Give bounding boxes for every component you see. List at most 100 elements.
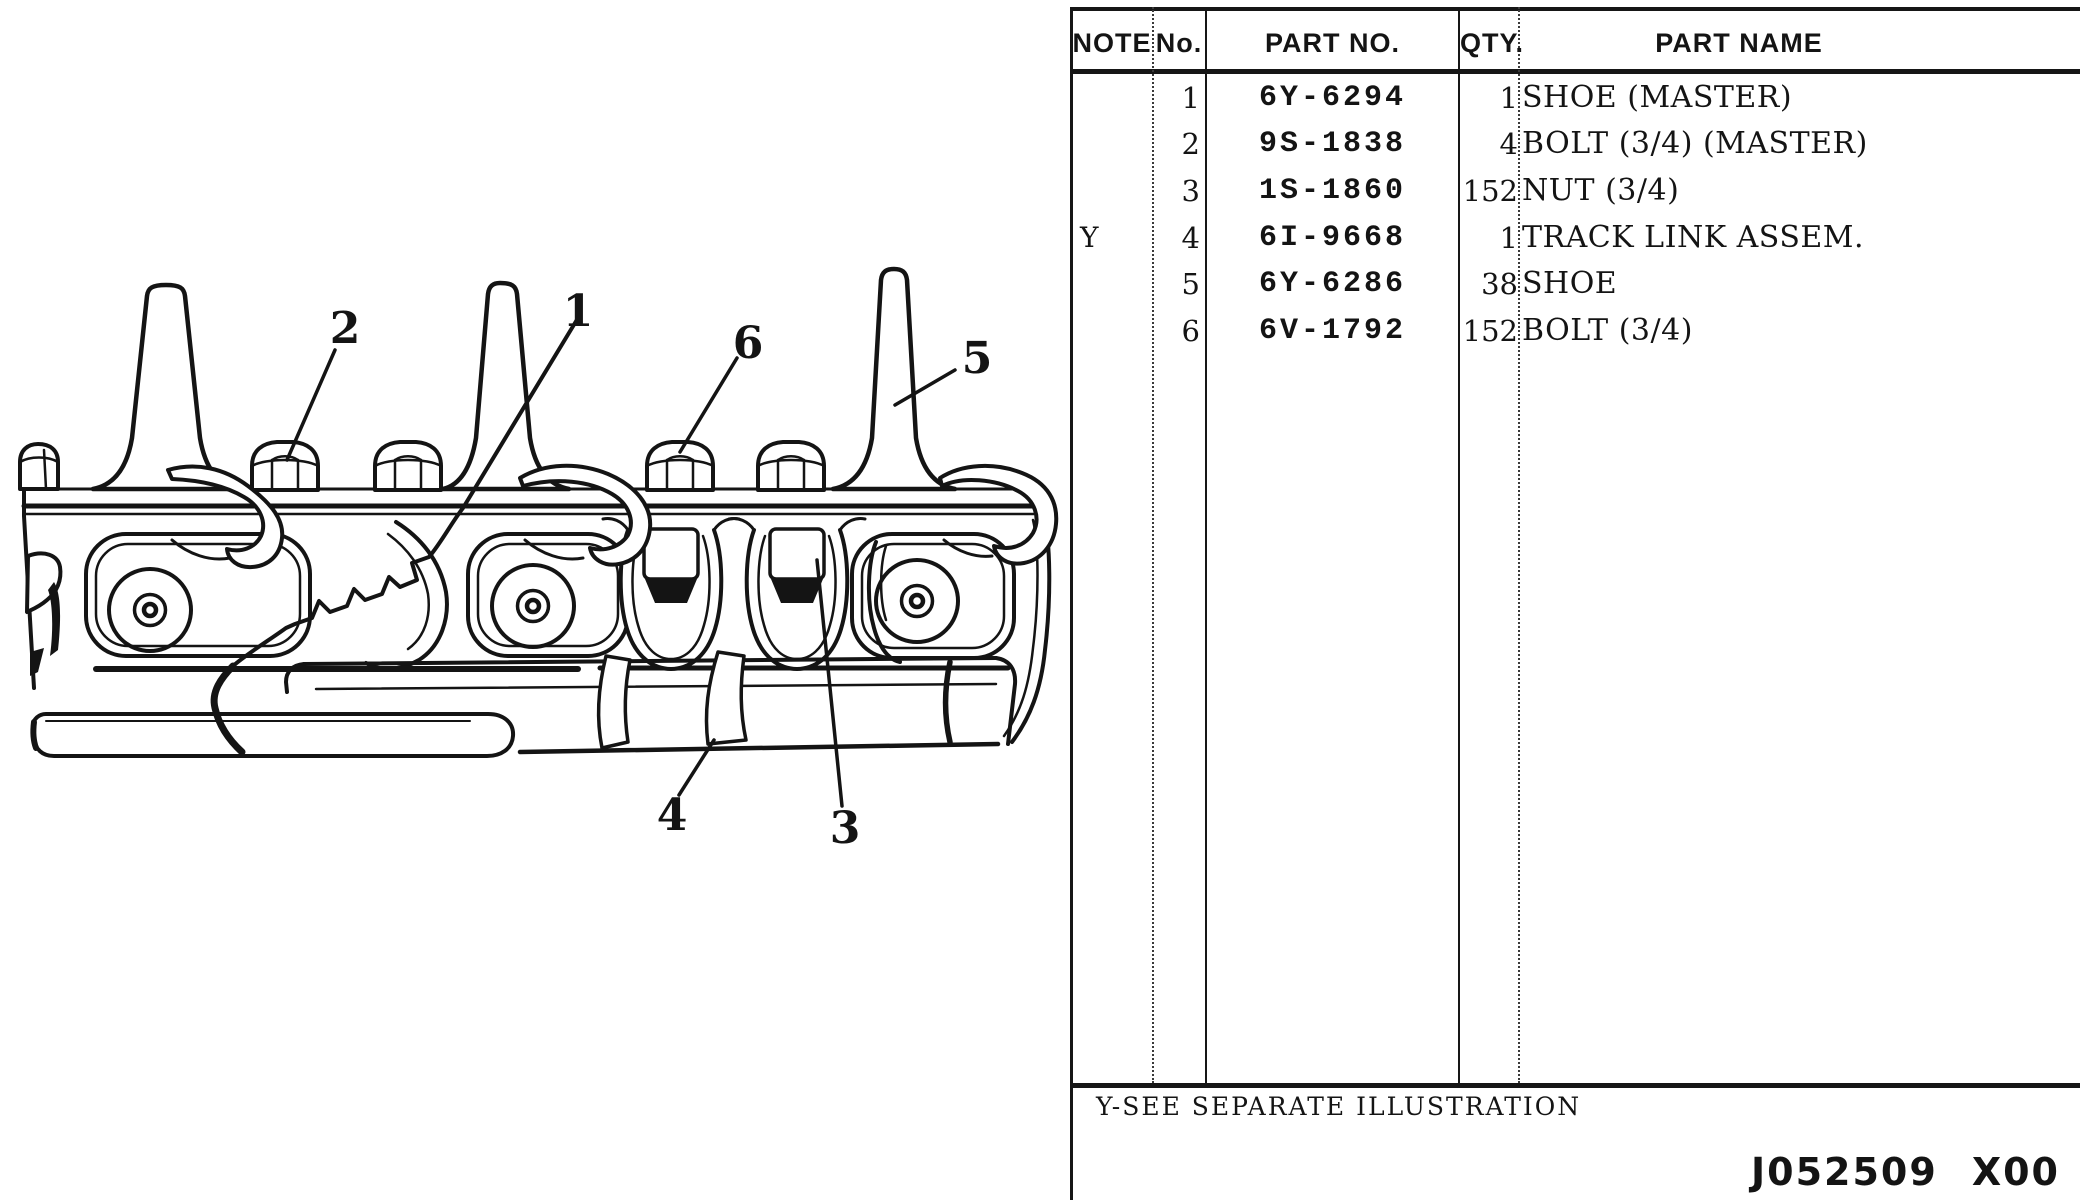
hex-bolt xyxy=(250,440,320,492)
callout-label-2: 2 xyxy=(330,303,361,354)
cell-note xyxy=(1080,80,1146,116)
cell-part-name: SHOE (MASTER) xyxy=(1522,80,1793,115)
master-shoe-edge xyxy=(30,719,39,751)
column-separator-no xyxy=(1205,7,1207,1083)
shading-sliver xyxy=(48,582,61,656)
cell-part-no: 6Y-6286 xyxy=(1258,267,1407,301)
cell-part-no: 6Y-6294 xyxy=(1258,81,1407,115)
pin-boss xyxy=(490,563,576,649)
cell-part-no: 1S-1860 xyxy=(1258,174,1407,208)
cell-qty: 152 xyxy=(1462,174,1518,208)
table-row: 3 1S-1860 152 NUT (3/4) xyxy=(1070,173,2080,209)
callout-leader-4 xyxy=(677,738,716,797)
header-part-no: PART NO. xyxy=(1265,28,1400,58)
pin-boss xyxy=(874,558,960,644)
pocket-lip xyxy=(727,517,756,532)
table-footer-separator xyxy=(1070,1083,2080,1088)
pocket-bolt-head xyxy=(642,527,700,581)
shading-sliver xyxy=(30,648,44,676)
hex-bolt xyxy=(18,442,60,491)
hex-bolt xyxy=(756,440,826,492)
bolt-pocket-outline xyxy=(618,528,724,671)
document-code: J052509 X00 xyxy=(1690,1150,2060,1194)
cell-qty: 1 xyxy=(1499,81,1518,115)
column-separator-partno xyxy=(1458,7,1460,1083)
link-fang xyxy=(166,464,285,570)
table-left-border xyxy=(1070,7,1073,1200)
cell-no: 5 xyxy=(1181,267,1200,301)
cell-note xyxy=(1080,126,1146,162)
cell-part-name: TRACK LINK ASSEM. xyxy=(1522,220,1865,255)
pin-boss xyxy=(107,567,193,653)
column-separator-qty xyxy=(1518,7,1520,1083)
table-top-border xyxy=(1070,7,2080,11)
header-part-name: PART NAME xyxy=(1655,28,1823,58)
cell-note xyxy=(1080,313,1146,349)
pocket-lip xyxy=(712,517,741,532)
document-number: J052509 xyxy=(1751,1150,1938,1194)
shoe-bottom-edge xyxy=(517,741,1001,755)
pocket-bolt-head xyxy=(768,527,826,581)
link-lobe-outline xyxy=(84,532,312,658)
table-row: 2 9S-1838 4 BOLT (3/4) (MASTER) xyxy=(1070,126,2080,162)
column-separator-note xyxy=(1152,7,1154,1083)
header-no: No. xyxy=(1155,28,1203,58)
table-row: 1 6Y-6294 1 SHOE (MASTER) xyxy=(1070,80,2080,116)
link-end-curve-inner xyxy=(386,532,430,651)
cell-no: 2 xyxy=(1181,127,1200,161)
table-row: 6 6V-1792 152 BOLT (3/4) xyxy=(1070,313,2080,349)
callout-label-6: 6 xyxy=(733,318,764,369)
link-fang xyxy=(518,463,653,567)
cell-note xyxy=(1080,173,1146,209)
left-lug xyxy=(25,551,63,614)
callout-label-1: 1 xyxy=(563,286,594,337)
cell-qty: 1 xyxy=(1499,221,1518,255)
cell-part-no: 6V-1792 xyxy=(1258,314,1407,348)
table-row: 5 6Y-6286 38 SHOE xyxy=(1070,266,2080,302)
cell-part-no: 9S-1838 xyxy=(1258,127,1407,161)
shoe-end-cap xyxy=(994,656,1018,746)
cell-qty: 38 xyxy=(1481,267,1518,301)
pocket-bolt-shadow xyxy=(645,579,697,603)
cell-no: 1 xyxy=(1181,81,1200,115)
document-revision: X00 xyxy=(1971,1150,2060,1194)
callout-leader-2 xyxy=(285,348,337,462)
grouser-fin xyxy=(90,282,242,492)
cell-note: Y xyxy=(1080,221,1099,254)
cell-qty: 152 xyxy=(1462,314,1518,348)
pocket-lip xyxy=(838,517,867,532)
link-lobe-inner xyxy=(860,542,1006,650)
link-web xyxy=(596,654,632,750)
cell-part-name: BOLT (3/4) (MASTER) xyxy=(1522,126,1868,161)
table-header-separator xyxy=(1070,69,2080,74)
cell-qty: 4 xyxy=(1499,127,1518,161)
callout-label-4: 4 xyxy=(657,790,688,841)
cell-no: 6 xyxy=(1181,314,1200,348)
grouser-fin xyxy=(830,266,958,492)
hex-bolt xyxy=(373,440,443,492)
bolt-pocket-outline xyxy=(744,528,850,671)
shoe-corner xyxy=(284,662,306,694)
fang-curl xyxy=(170,538,232,561)
bolt-pocket-partial xyxy=(866,540,902,664)
cell-note xyxy=(1080,266,1146,302)
cell-no: 4 xyxy=(1181,221,1200,255)
cell-part-name: NUT (3/4) xyxy=(1522,173,1680,208)
callout-leader-6 xyxy=(678,356,739,454)
shoe-second-edge xyxy=(314,682,998,691)
footnote: Y-SEE SEPARATE ILLUSTRATION xyxy=(1096,1092,1582,1121)
cell-part-name: SHOE xyxy=(1522,266,1618,301)
fang-curl xyxy=(942,538,994,558)
callout-leader-5 xyxy=(893,368,957,407)
link-web xyxy=(704,650,748,746)
callout-label-5: 5 xyxy=(962,333,993,384)
callout-label-3: 3 xyxy=(830,803,861,854)
link-lobe-inner xyxy=(94,542,302,648)
pocket-lip xyxy=(601,517,630,532)
callout-leader-3 xyxy=(815,558,844,808)
header-note: NOTE xyxy=(1072,28,1152,58)
shoe-top-edge xyxy=(302,656,998,666)
table-row: Y 4 6I-9668 1 TRACK LINK ASSEM. xyxy=(1070,220,2080,256)
cell-no: 3 xyxy=(1181,174,1200,208)
